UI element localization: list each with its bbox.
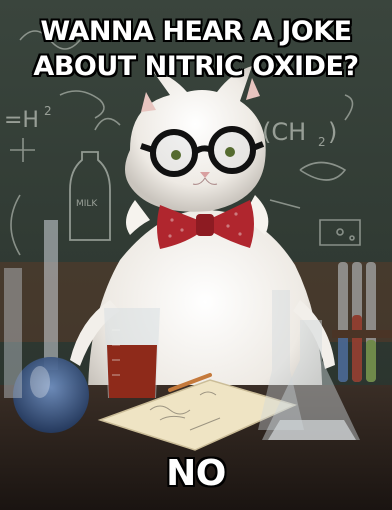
notepad: [97, 373, 298, 451]
milk-label: MILK: [76, 199, 98, 209]
cat-eye-left: [171, 150, 181, 160]
formula-left: =H: [4, 108, 39, 133]
tall-flask: [258, 290, 304, 430]
round-flask: [13, 220, 89, 433]
test-tubes: [332, 262, 392, 382]
cat-eye-right: [225, 147, 235, 157]
top-caption-line-2: ABOUT NITRIC OXIDE?: [33, 51, 359, 82]
red-beaker: [104, 308, 160, 398]
formula-right-end: ): [328, 118, 337, 146]
formula-left-superscript: 2: [44, 104, 52, 118]
bottom-caption: NO: [166, 453, 226, 494]
conical-flask: [262, 320, 360, 440]
formula-right: (CH: [262, 118, 306, 146]
top-caption: WANNA HEAR A JOKE ABOUT NITRIC OXIDE?: [0, 14, 392, 84]
top-caption-line-1: WANNA HEAR A JOKE: [40, 16, 352, 47]
red-bowtie: [157, 200, 254, 249]
milk-bottle-drawing: [69, 151, 111, 241]
formula-right-subscript: 2: [318, 135, 326, 149]
graduated-cylinder: [4, 268, 22, 398]
